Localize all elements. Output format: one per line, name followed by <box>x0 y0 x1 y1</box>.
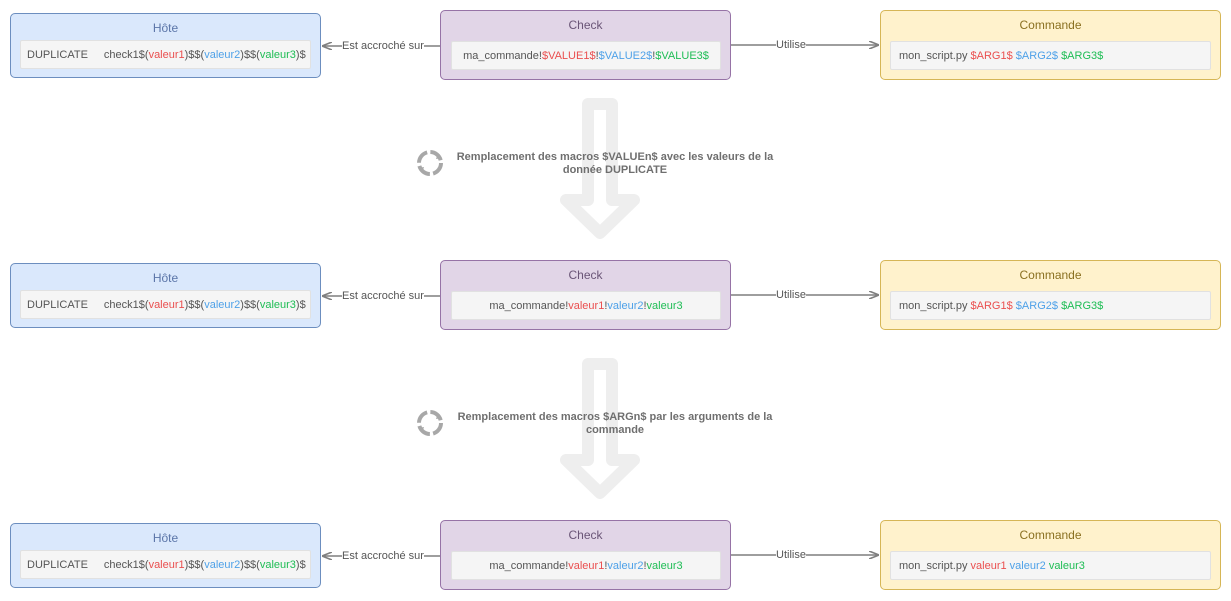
host-suffix: )$ <box>295 558 306 571</box>
host-box: Hôte DUPLICATE check1$(valeur1)$$(valeur… <box>10 263 321 328</box>
command-script: mon_script.py <box>899 299 971 312</box>
host-value: DUPLICATE check1$(valeur1)$$(valeur2)$$(… <box>20 40 311 69</box>
command-arg-2: $ARG2$ <box>1015 49 1058 62</box>
host-separator: )$$( <box>184 48 205 61</box>
command-arg-3: valeur3 <box>1048 559 1085 572</box>
host-suffix: )$ <box>295 298 306 311</box>
command-value: mon_script.py $ARG1$ $ARG2$ $ARG3$ <box>890 41 1211 70</box>
host-value-2: valeur2 <box>204 48 241 61</box>
command-value: mon_script.py $ARG1$ $ARG2$ $ARG3$ <box>890 291 1211 320</box>
refresh-cycle-icon <box>417 150 443 176</box>
command-arg-3: $ARG3$ <box>1061 299 1104 312</box>
uses-label: Utilise <box>776 289 806 301</box>
check-command-prefix: ma_commande! <box>463 49 542 62</box>
check-arg-1: $VALUE1$ <box>541 49 596 62</box>
host-title: Hôte <box>152 271 179 285</box>
host-box: Hôte DUPLICATE check1$(valeur1)$$(valeur… <box>10 13 321 78</box>
check-arg-2: valeur2 <box>607 299 644 312</box>
host-name: DUPLICATE <box>27 48 88 61</box>
command-box: Commande mon_script.py $ARG1$ $ARG2$ $AR… <box>880 260 1221 330</box>
step-description: Remplacement des macros $ARGn$ par les a… <box>457 411 773 436</box>
host-separator: )$$( <box>240 298 260 311</box>
command-arg-2: $ARG2$ <box>1015 299 1058 312</box>
check-title: Check <box>568 18 603 32</box>
check-title: Check <box>568 268 603 282</box>
check-separator: ! <box>595 49 599 62</box>
check-arg-1: valeur1 <box>568 559 605 572</box>
check-value: ma_commande!valeur1!valeur2!valeur3 <box>451 291 721 320</box>
command-title: Commande <box>1019 528 1082 542</box>
check-value: ma_commande!$VALUE1$!$VALUE2$!$VALUE3$ <box>451 41 721 70</box>
check-box: Check ma_commande!valeur1!valeur2!valeur… <box>440 260 731 330</box>
host-value-2: valeur2 <box>204 298 241 311</box>
uses-label: Utilise <box>776 39 806 51</box>
check-arg-1: valeur1 <box>568 299 605 312</box>
host-suffix: )$ <box>295 48 306 61</box>
check-title: Check <box>568 528 603 542</box>
host-separator: )$$( <box>184 298 205 311</box>
check-arg-2: valeur2 <box>607 559 644 572</box>
attached-to-label: Est accroché sur <box>342 40 424 52</box>
command-arg-2: valeur2 <box>1009 559 1046 572</box>
check-arg-3: valeur3 <box>646 299 683 312</box>
host-check-prefix: check1$( <box>103 48 149 61</box>
host-title: Hôte <box>152 21 179 35</box>
command-arg-1: valeur1 <box>970 559 1007 572</box>
host-check-prefix: check1$( <box>103 298 149 311</box>
host-value-3: valeur3 <box>259 298 296 311</box>
check-command-prefix: ma_commande! <box>489 299 569 312</box>
host-value-3: valeur3 <box>259 48 296 61</box>
transition-arrow-1 <box>560 98 640 239</box>
command-box: Commande mon_script.py $ARG1$ $ARG2$ $AR… <box>880 10 1221 80</box>
host-separator: )$$( <box>240 558 260 571</box>
host-value-3: valeur3 <box>259 558 296 571</box>
uses-label: Utilise <box>776 549 806 561</box>
host-value-1: valeur1 <box>148 558 185 571</box>
check-separator: ! <box>643 559 647 572</box>
check-command-prefix: ma_commande! <box>489 559 569 572</box>
check-value: ma_commande!valeur1!valeur2!valeur3 <box>451 551 721 580</box>
check-box: Check ma_commande!valeur1!valeur2!valeur… <box>440 520 731 590</box>
host-value-2: valeur2 <box>204 558 241 571</box>
check-separator: ! <box>604 559 608 572</box>
host-value-1: valeur1 <box>148 48 185 61</box>
host-title: Hôte <box>152 531 179 545</box>
host-name: DUPLICATE <box>27 558 88 571</box>
attached-to-label: Est accroché sur <box>342 290 424 302</box>
host-value-1: valeur1 <box>148 298 185 311</box>
command-box: Commande mon_script.py valeur1 valeur2 v… <box>880 520 1221 590</box>
check-arg-3: $VALUE3$ <box>655 49 709 62</box>
command-value: mon_script.py valeur1 valeur2 valeur3 <box>890 551 1211 580</box>
host-separator: )$$( <box>184 558 205 571</box>
check-arg-2: $VALUE2$ <box>598 49 653 62</box>
attached-to-label: Est accroché sur <box>342 550 424 562</box>
command-title: Commande <box>1019 18 1082 32</box>
host-separator: )$$( <box>240 48 260 61</box>
check-arg-3: valeur3 <box>646 559 683 572</box>
command-title: Commande <box>1019 268 1082 282</box>
command-arg-1: $ARG1$ <box>970 49 1013 62</box>
check-separator: ! <box>643 299 647 312</box>
host-check-prefix: check1$( <box>103 558 149 571</box>
command-arg-3: $ARG3$ <box>1061 49 1104 62</box>
check-box: Check ma_commande!$VALUE1$!$VALUE2$!$VAL… <box>440 10 731 80</box>
command-script: mon_script.py <box>899 49 971 62</box>
check-separator: ! <box>604 299 608 312</box>
host-value: DUPLICATE check1$(valeur1)$$(valeur2)$$(… <box>20 290 311 319</box>
transition-arrow-2 <box>560 358 640 499</box>
command-arg-1: $ARG1$ <box>970 299 1013 312</box>
host-value: DUPLICATE check1$(valeur1)$$(valeur2)$$(… <box>20 550 311 579</box>
host-box: Hôte DUPLICATE check1$(valeur1)$$(valeur… <box>10 523 321 588</box>
step-description: Remplacement des macros $VALUEn$ avec le… <box>456 151 774 176</box>
check-separator: ! <box>652 49 656 62</box>
refresh-cycle-icon <box>417 410 443 436</box>
host-name: DUPLICATE <box>27 298 88 311</box>
command-script: mon_script.py <box>899 559 971 572</box>
